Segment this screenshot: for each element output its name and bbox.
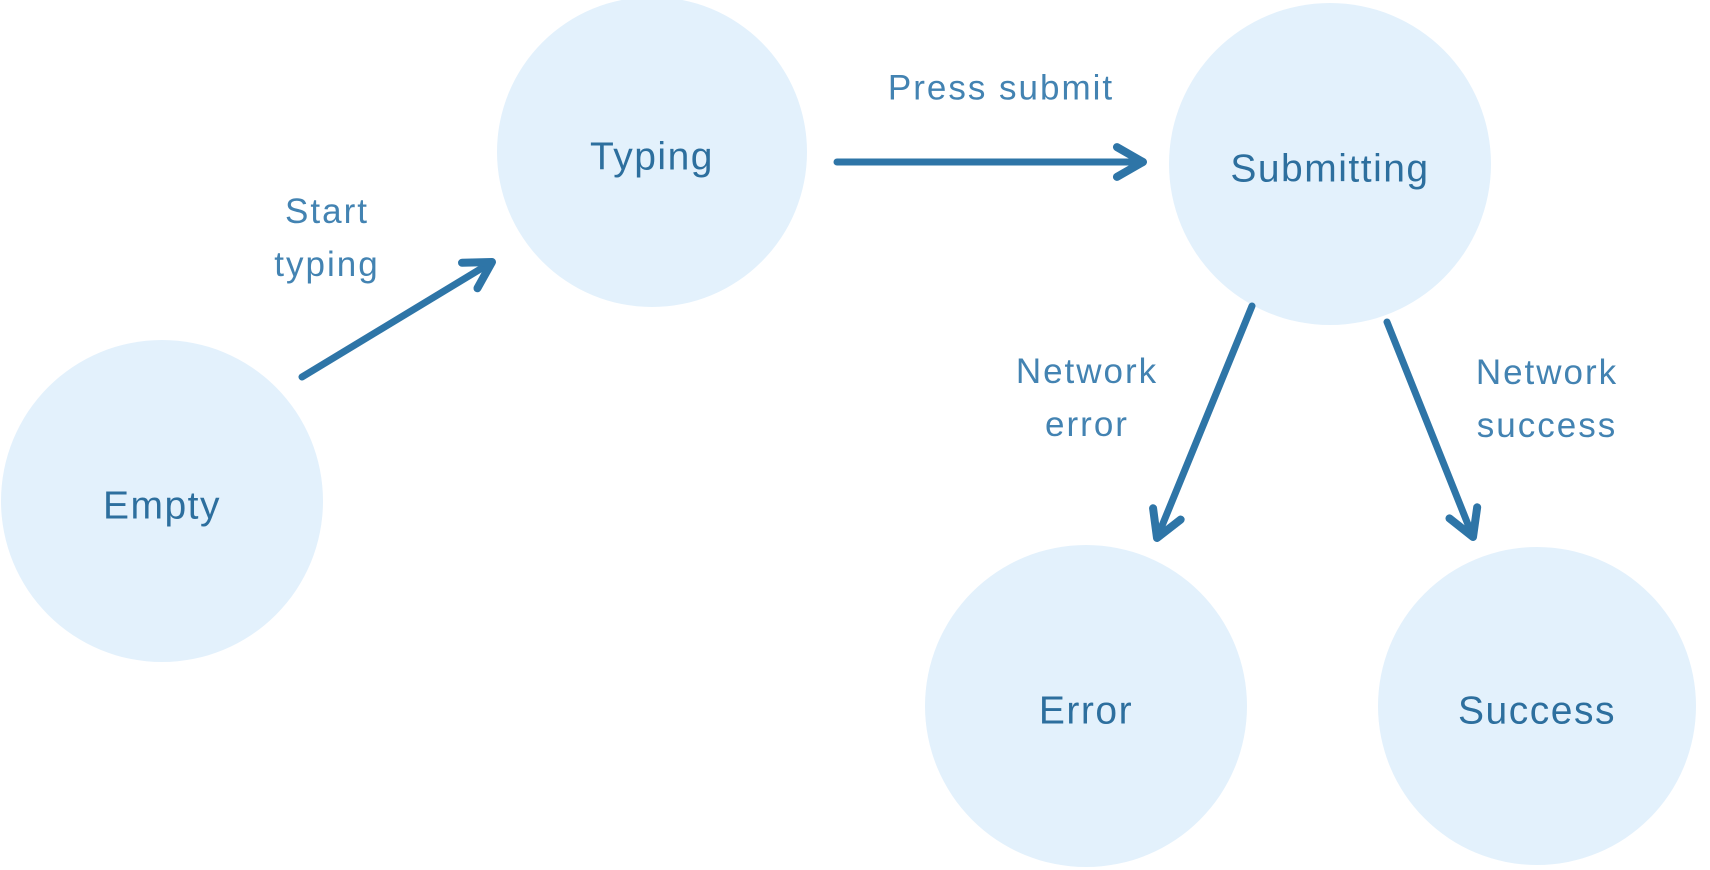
transition-network-error: Network error <box>1016 302 1256 542</box>
state-node-success <box>1378 547 1696 865</box>
transition-network-success: Network success <box>1383 318 1618 541</box>
transition-start-typing: Start typing <box>274 192 496 381</box>
transition-press-submit: Press submit <box>833 69 1147 181</box>
state-node-error <box>925 545 1247 867</box>
state-node-label-submitting: Submitting <box>1230 148 1429 191</box>
transition-arrow-line-network-error <box>1153 302 1256 542</box>
arrowhead-icon-network-error <box>1149 504 1185 542</box>
state-node-label-empty: Empty <box>103 485 221 528</box>
transition-label-network-error-line1: Network <box>1016 352 1158 391</box>
arrowhead-icon-network-success <box>1445 503 1482 541</box>
state-node-typing <box>497 0 807 307</box>
transition-label-network-success-line1: Network <box>1476 353 1618 392</box>
transition-label-network-error-line2: error <box>1045 405 1129 444</box>
arrowhead-icon-start-typing <box>458 258 496 293</box>
transition-label-start-typing-line1: Start <box>285 192 369 231</box>
state-node-label-error: Error <box>1039 690 1133 733</box>
transition-arrow-line-network-success <box>1383 318 1477 541</box>
state-node-submitting <box>1169 3 1491 325</box>
transition-label-start-typing-line2: typing <box>274 245 379 284</box>
transition-label-press-submit-line1: Press submit <box>888 69 1114 108</box>
state-node-empty <box>1 340 323 662</box>
state-node-label-success: Success <box>1458 690 1616 733</box>
arrowhead-icon-press-submit <box>1112 143 1147 181</box>
transition-arrow-line-start-typing <box>298 258 496 381</box>
state-node-label-typing: Typing <box>590 136 714 179</box>
transition-label-network-success-line2: success <box>1477 406 1617 445</box>
